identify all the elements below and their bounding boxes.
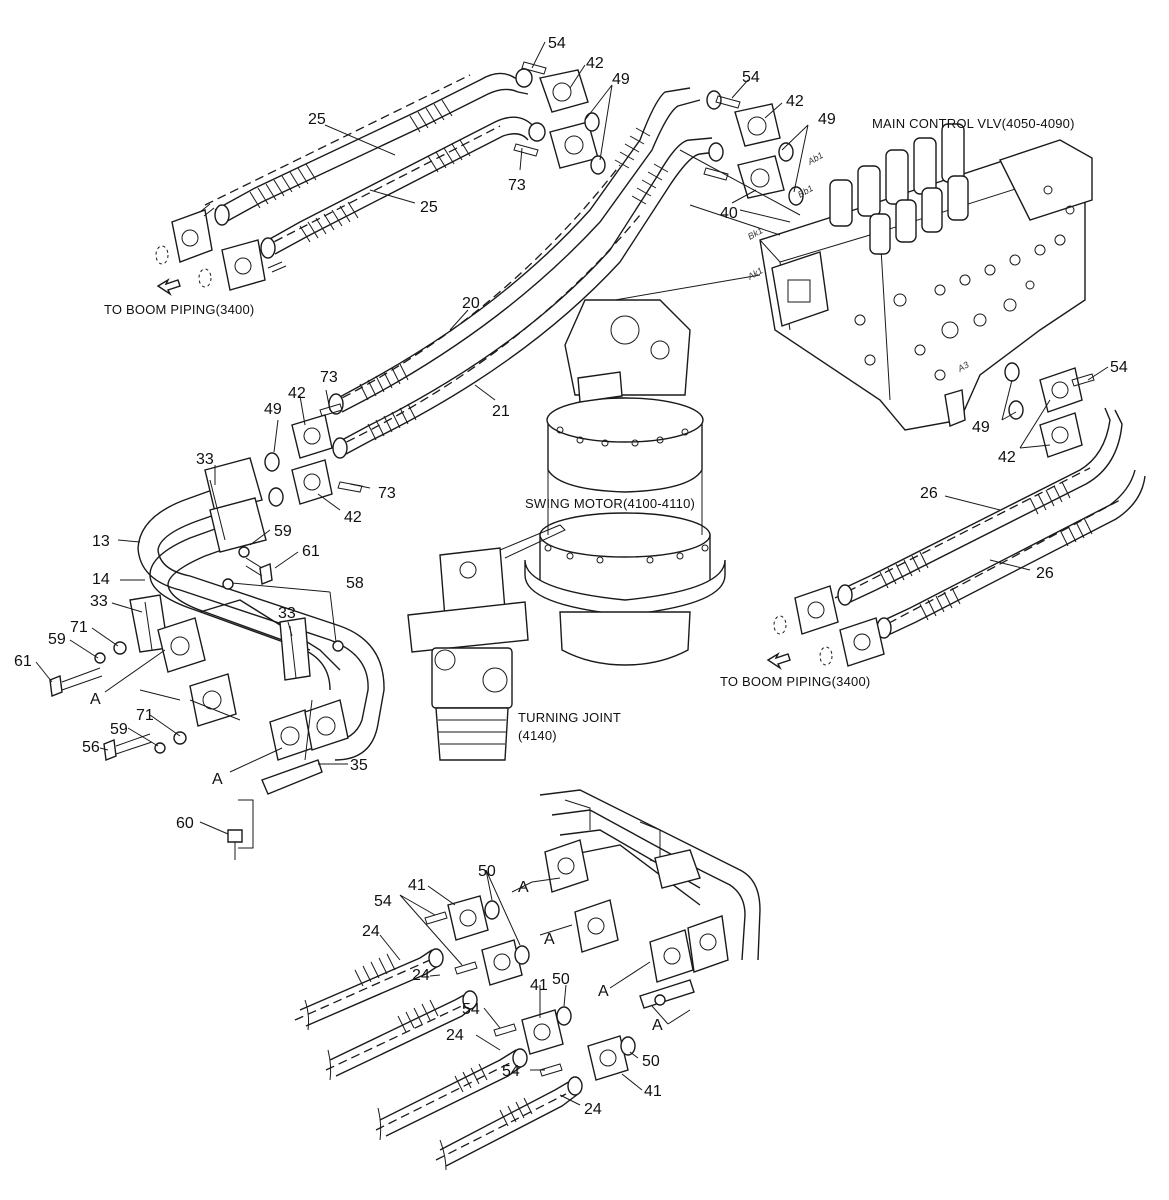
bottom-pipe-assembly	[294, 789, 761, 1171]
swing-motor	[524, 299, 726, 666]
port-mark-ak1: Ak1	[745, 265, 764, 282]
part-label: 56	[82, 739, 100, 756]
part-label: 73	[378, 485, 396, 502]
part-label: 26	[920, 485, 938, 502]
part-label: 24	[584, 1101, 602, 1118]
part-label: 71	[70, 619, 88, 636]
part-label: 50	[478, 863, 496, 880]
part-label: 13	[92, 533, 110, 550]
part-label: A	[598, 983, 609, 1000]
title-to-boom-piping-right: TO BOOM PIPING(3400)	[720, 674, 870, 689]
part-label: 20	[462, 295, 480, 312]
part-label: 33	[196, 451, 214, 468]
title-main-control-valve: MAIN CONTROL VLV(4050-4090)	[872, 116, 1075, 131]
title-swing-motor: SWING MOTOR(4100-4110)	[525, 496, 695, 511]
part-label: 41	[644, 1083, 662, 1100]
part-label: 25	[308, 111, 326, 128]
part-label: 73	[320, 369, 338, 386]
part-label: 49	[818, 111, 836, 128]
part-label: 54	[1110, 359, 1128, 376]
part-label: 42	[344, 509, 362, 526]
part-label: 42	[586, 55, 604, 72]
part-label: 33	[90, 593, 108, 610]
part-label: 26	[1036, 565, 1054, 582]
part-label: 54	[548, 35, 566, 52]
title-turning-joint: TURNING JOINT	[518, 710, 621, 725]
part-label: 25	[420, 199, 438, 216]
part-label: 49	[612, 71, 630, 88]
part-label: 54	[374, 893, 392, 910]
part-label: 60	[176, 815, 194, 832]
hose-assembly-26	[766, 362, 1146, 671]
leader-lines	[35, 41, 1109, 1106]
part-label: 73	[508, 177, 526, 194]
part-label: 42	[998, 449, 1016, 466]
title-turning-joint-number: (4140)	[518, 728, 557, 743]
part-label: A	[518, 879, 529, 896]
part-label: 54	[502, 1063, 520, 1080]
part-label: 54	[462, 1001, 480, 1018]
part-label: 50	[552, 971, 570, 988]
part-label: 61	[14, 653, 32, 670]
part-label: 49	[264, 401, 282, 418]
part-label: 14	[92, 571, 110, 588]
steel-pipe-assembly-13-14	[49, 457, 385, 860]
part-label: 24	[412, 967, 430, 984]
part-label: 24	[446, 1027, 464, 1044]
hose-assembly-20-21	[328, 87, 724, 459]
part-label: 40	[720, 205, 738, 222]
hose-assembly-25	[155, 68, 546, 297]
part-label: 21	[492, 403, 510, 420]
part-label: 35	[350, 757, 368, 774]
part-label: 24	[362, 923, 380, 940]
port-mark-ab1: Ab1	[805, 150, 825, 167]
title-to-boom-piping-left: TO BOOM PIPING(3400)	[104, 302, 254, 317]
part-label: 59	[48, 631, 66, 648]
part-label: A	[652, 1017, 663, 1034]
part-label: A	[90, 691, 101, 708]
turning-joint	[407, 524, 566, 761]
part-label: 59	[274, 523, 292, 540]
part-label: 58	[346, 575, 364, 592]
assembly-titles: MAIN CONTROL VLV(4050-4090) SWING MOTOR(…	[104, 116, 1075, 743]
part-label: 41	[408, 877, 426, 894]
part-label: 33	[278, 605, 296, 622]
port-mark-bb1: Bb1	[796, 183, 815, 200]
part-label: 61	[302, 543, 320, 560]
part-label: 49	[972, 419, 990, 436]
part-label: A	[212, 771, 223, 788]
part-label: 54	[742, 69, 760, 86]
part-label: 50	[642, 1053, 660, 1070]
part-label: 41	[530, 977, 548, 994]
part-label: A	[544, 931, 555, 948]
main-control-valve	[614, 123, 1093, 431]
part-label: 59	[110, 721, 128, 738]
clamp-group-top-left	[513, 61, 606, 175]
clamp-group-left-middle	[264, 403, 363, 507]
part-label: 42	[288, 385, 306, 402]
part-label: 71	[136, 707, 154, 724]
part-label: 42	[786, 93, 804, 110]
part-number-callouts: 54 42 49 25 25 73 54 42 49 40 20 21 73 4…	[14, 35, 1128, 1118]
